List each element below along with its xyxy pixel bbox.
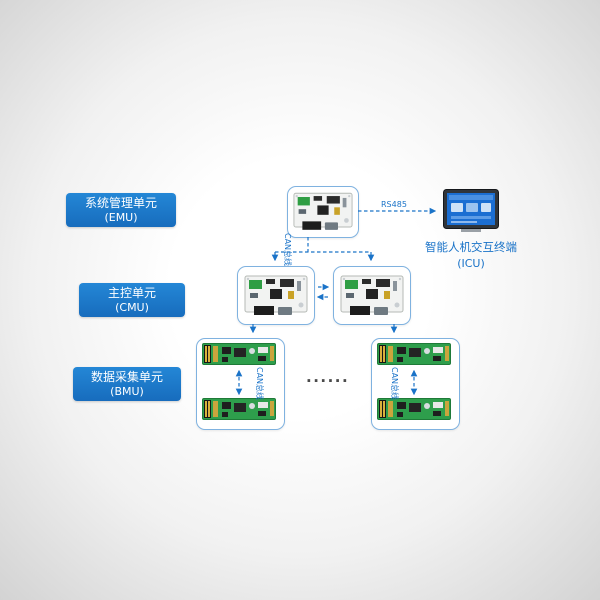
rs485-bus-label: RS485 bbox=[381, 200, 407, 209]
icu-label: 智能人机交互终端 (ICU) bbox=[413, 239, 529, 272]
touchscreen-icon bbox=[443, 189, 499, 232]
bmu-label: 数据采集单元 (BMU) bbox=[73, 367, 181, 401]
cmu-circuit-board-1 bbox=[244, 275, 308, 317]
icu-label-title: 智能人机交互终端 bbox=[425, 240, 517, 254]
emu-label-title: 系统管理单元 bbox=[84, 195, 157, 210]
cmu-label-abbr: (CMU) bbox=[115, 300, 149, 314]
cmu-circuit-board-2 bbox=[340, 275, 404, 317]
bmu-group-box-1 bbox=[196, 338, 285, 430]
emu-label: 系统管理单元 (EMU) bbox=[66, 193, 176, 227]
can-trunk-bus-label: CAN总线 bbox=[283, 233, 292, 267]
emu-label-abbr: (EMU) bbox=[104, 210, 138, 224]
cmu-board-box-2 bbox=[333, 266, 411, 325]
cmu-label-title: 主控单元 bbox=[107, 285, 156, 300]
can-bus-label-group1: CAN总线 bbox=[255, 367, 264, 401]
cmu-board-box-1 bbox=[237, 266, 315, 325]
icu-label-abbr: (ICU) bbox=[457, 256, 485, 270]
emu-circuit-board bbox=[293, 192, 353, 232]
bmu-label-abbr: (BMU) bbox=[110, 384, 144, 398]
cmu-label: 主控单元 (CMU) bbox=[79, 283, 185, 317]
can-bus-label-group2: CAN总线 bbox=[390, 367, 399, 401]
emu-board-box bbox=[287, 186, 359, 238]
bmu-group-box-2 bbox=[371, 338, 460, 430]
icu-monitor bbox=[443, 189, 499, 237]
bmu-label-title: 数据采集单元 bbox=[90, 369, 163, 384]
more-units-ellipsis: ...... bbox=[306, 368, 350, 386]
